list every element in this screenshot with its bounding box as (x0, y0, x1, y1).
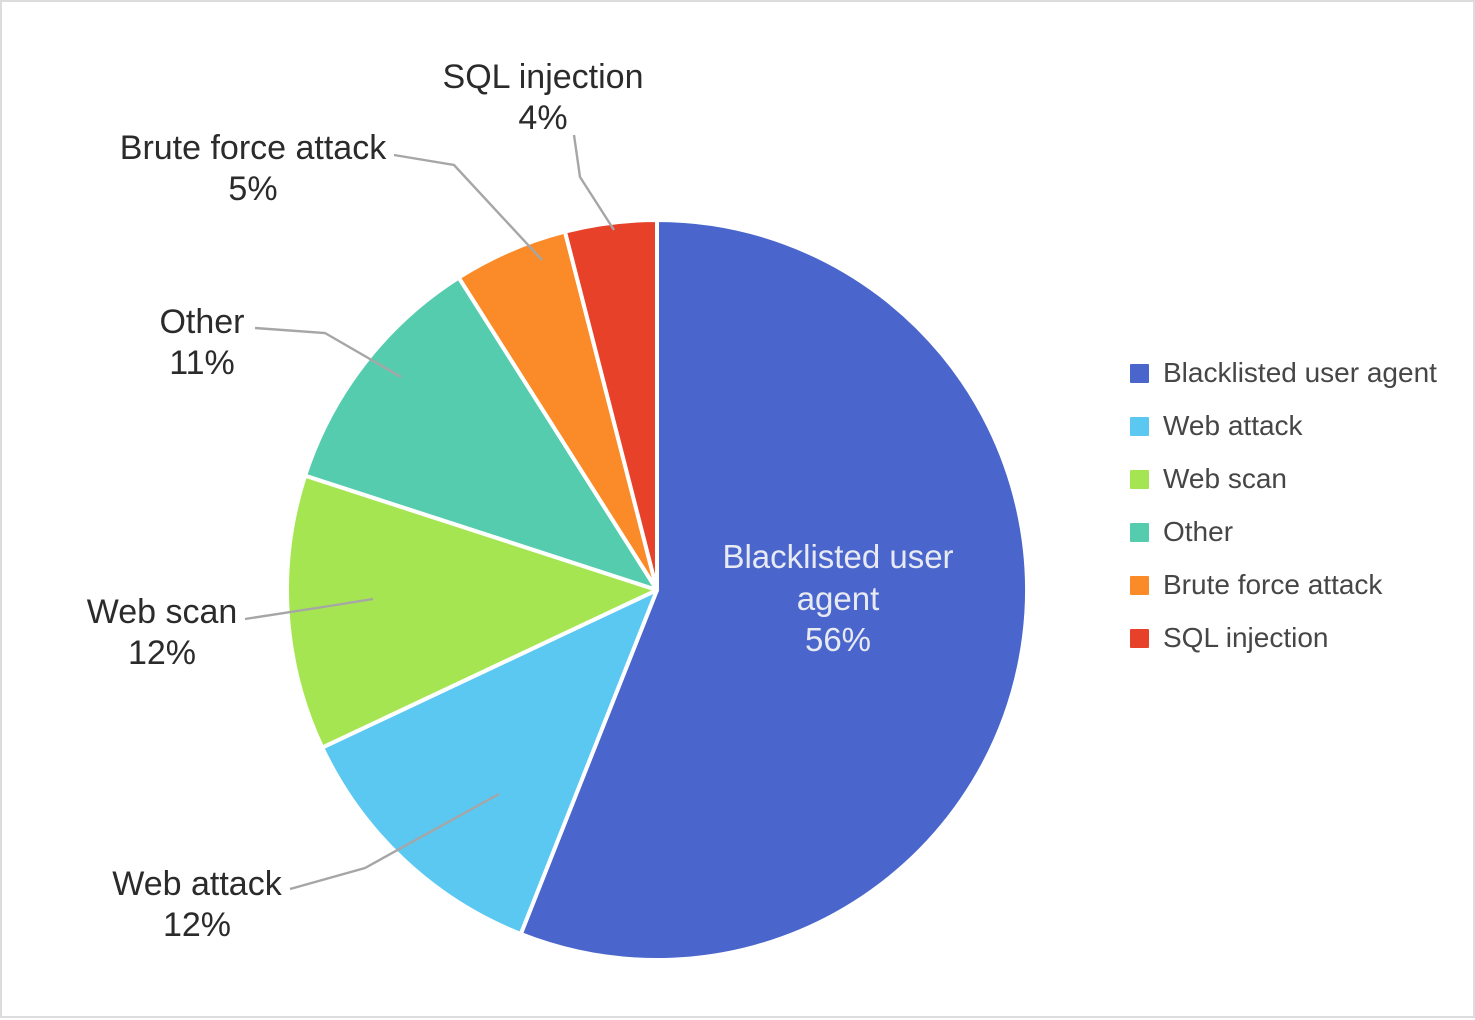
callout-category: Web attack (112, 865, 282, 903)
slice-label-category: Blacklisted user agent (722, 538, 954, 617)
legend-swatch-icon (1130, 628, 1149, 648)
pie-slice[interactable] (320, 588, 659, 937)
legend-swatch-icon (1130, 416, 1149, 436)
callout-web-scan: Web scan 12% (86, 592, 238, 675)
legend-swatch-icon (1130, 469, 1149, 489)
callout-category: Other (159, 303, 245, 341)
legend-label: Web attack (1163, 410, 1303, 441)
slice-label-blacklisted-user-agent: Blacklisted user agent 56% (678, 536, 998, 661)
legend-item[interactable]: Web attack (1130, 410, 1437, 441)
leader-line-web-attack (289, 792, 500, 891)
callout-value: 11% (169, 344, 235, 383)
legend-item[interactable]: Blacklisted user agent (1130, 357, 1437, 388)
leader-lines (244, 134, 616, 891)
callout-category: SQL injection (442, 58, 644, 96)
callout-value: 12% (162, 906, 232, 945)
pie-slices (285, 218, 1029, 962)
pie-slice[interactable] (518, 218, 1029, 962)
legend-item[interactable]: Brute force attack (1130, 569, 1437, 600)
callout-web-attack: Web attack 12% (107, 864, 287, 947)
leader-line-web-scan (244, 597, 374, 621)
leader-line-other (254, 326, 402, 379)
legend-item[interactable]: Web scan (1130, 463, 1437, 494)
legend-label: SQL injection (1163, 622, 1329, 653)
legend-label: Brute force attack (1163, 569, 1383, 600)
callout-value: 12% (127, 634, 197, 673)
legend-swatch-icon (1130, 575, 1149, 595)
callout-category: Brute force attack (119, 129, 387, 167)
legend-item[interactable]: Other (1130, 516, 1437, 547)
pie-slice[interactable] (303, 275, 659, 592)
legend-label: Blacklisted user agent (1163, 357, 1437, 388)
callout-sql-injection: SQL injection 4% (442, 57, 644, 140)
leader-line-sql-injection (572, 134, 616, 231)
callout-other: Other 11% (152, 302, 252, 385)
legend-item[interactable]: SQL injection (1130, 622, 1437, 653)
legend-swatch-icon (1130, 522, 1149, 542)
legend-swatch-icon (1130, 363, 1149, 383)
leader-line-brute-force-attack (393, 153, 543, 261)
legend-label: Web scan (1163, 463, 1287, 494)
callout-brute-force-attack: Brute force attack 5% (114, 128, 392, 211)
slice-label-value: 56% (804, 621, 872, 659)
callout-value: 5% (228, 170, 278, 209)
callout-value: 4% (518, 99, 568, 138)
legend-label: Other (1163, 516, 1234, 547)
callout-category: Web scan (86, 593, 238, 631)
